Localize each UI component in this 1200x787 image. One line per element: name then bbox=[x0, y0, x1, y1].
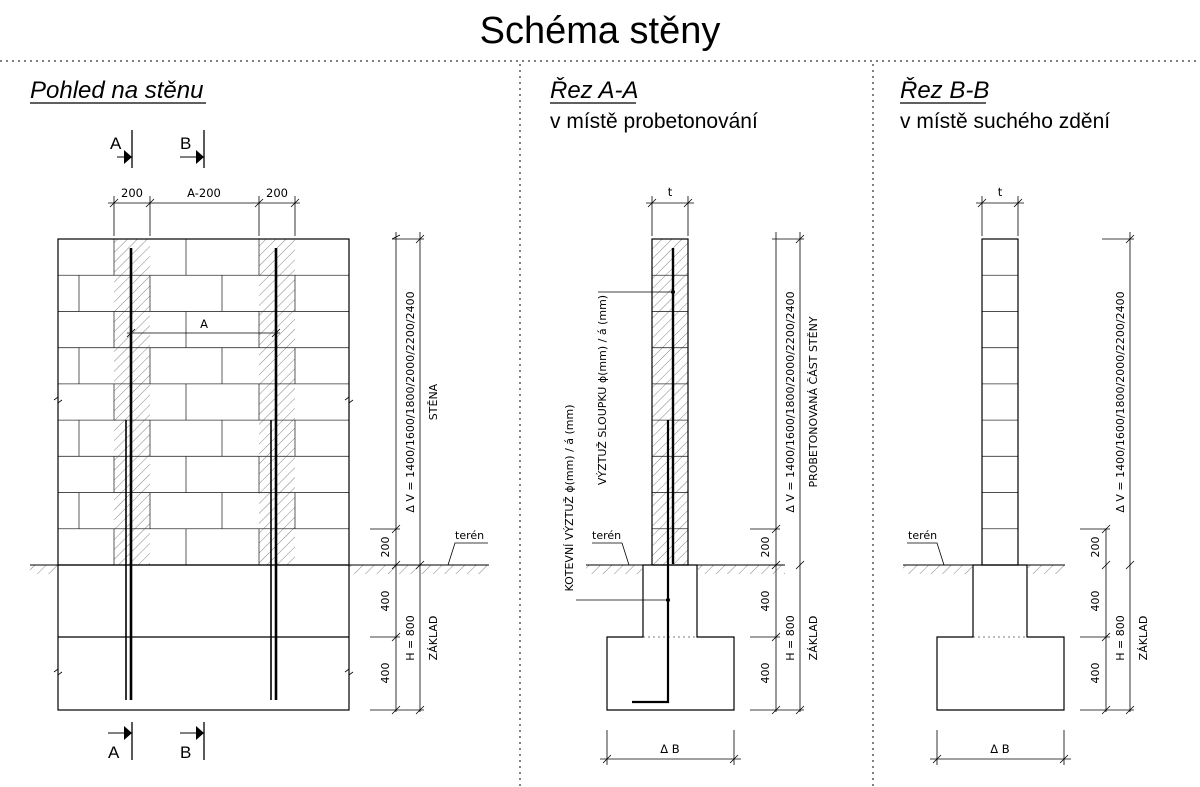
v3-dim-h: H = 800 bbox=[1114, 615, 1127, 660]
v1-dim-h: H = 800 bbox=[404, 615, 417, 660]
wall-outline bbox=[57, 238, 350, 566]
v1-dim-v: Δ V = 1400/1600/1800/2000/2200/2400 bbox=[404, 291, 417, 512]
v2-dim-h: H = 800 bbox=[784, 615, 797, 660]
label-vyztuz-sloupku: VÝZTUŽ SLOUPKU ϕ(mm) / á (mm) bbox=[596, 295, 609, 485]
v1-label-zaklad: ZÁKLAD bbox=[427, 616, 440, 661]
section-bb-foundation bbox=[936, 564, 1065, 711]
v2-label-zaklad: ZÁKLAD bbox=[807, 616, 820, 661]
brick-courses bbox=[58, 239, 349, 565]
dim-200-left: 200 bbox=[121, 186, 143, 200]
view2-heading: Řez A-A bbox=[550, 77, 638, 104]
ground-hatch-left bbox=[30, 565, 58, 574]
section-aa-courses bbox=[652, 274, 688, 530]
cut-b-label-top: B bbox=[180, 134, 191, 153]
section-aa-ground-right bbox=[697, 565, 785, 574]
cut-markers-top: A B bbox=[110, 130, 205, 168]
v2-teren-leader bbox=[592, 542, 630, 566]
inner-a-dimension bbox=[126, 328, 281, 338]
break-mark-left-bottom bbox=[53, 668, 63, 676]
v3-dim-200: 200 bbox=[1089, 537, 1102, 558]
v2-dim-400-bottom: 400 bbox=[759, 663, 772, 684]
v3-dim-400-bottom: 400 bbox=[1089, 663, 1102, 684]
v3-dim-v: Δ V = 1400/1600/1800/2000/2200/2400 bbox=[1114, 291, 1127, 512]
v3-teren-leader bbox=[907, 542, 945, 566]
break-mark-right-top bbox=[344, 396, 354, 404]
v2-dim-t: t bbox=[668, 185, 673, 199]
v1-label-stena: STĚNA bbox=[427, 383, 440, 420]
v2-label-probeton: PROBETONOVANÁ ČÁST STĚNY bbox=[807, 316, 820, 487]
top-dimension bbox=[108, 196, 300, 236]
v3-dim-b: Δ B bbox=[990, 742, 1010, 756]
section-bb-ground-left bbox=[903, 565, 973, 574]
section-bb bbox=[903, 238, 1065, 711]
section-aa-foundation bbox=[606, 564, 735, 711]
section-aa-hatch bbox=[652, 239, 688, 565]
v1-label-teren: terén bbox=[455, 529, 484, 542]
section-bb-wall bbox=[981, 238, 1019, 566]
v2-dim-b: Δ B bbox=[660, 742, 680, 756]
dim-a-inner: A bbox=[200, 317, 208, 331]
view1-heading: Pohled na stěnu bbox=[30, 77, 203, 104]
v3-vertical-dimensions bbox=[1080, 232, 1135, 715]
ground-hatch-right bbox=[349, 565, 489, 574]
v3-dim-400-top: 400 bbox=[1089, 591, 1102, 612]
label-kotevni: KOTEVNÍ VÝZTUŽ ϕ(mm) / á (mm) bbox=[563, 404, 576, 591]
cut-b-label-bottom: B bbox=[180, 743, 191, 762]
v3-label-teren: terén bbox=[908, 529, 937, 542]
cut-a-label-top: A bbox=[110, 134, 122, 153]
v3-dim-t: t bbox=[998, 185, 1003, 199]
page-title: Schéma stěny bbox=[480, 10, 721, 52]
v2-dim-200: 200 bbox=[759, 537, 772, 558]
v2-dim-v: Δ V = 1400/1600/1800/2000/2200/2400 bbox=[784, 291, 797, 512]
v2-dim-400-top: 400 bbox=[759, 591, 772, 612]
section-aa-ground-left bbox=[586, 565, 643, 574]
v1-dim-200: 200 bbox=[379, 537, 392, 558]
v2-label-teren: terén bbox=[592, 529, 621, 542]
v1-teren-leader bbox=[447, 542, 488, 566]
wall-elevation bbox=[30, 238, 489, 711]
cut-markers-bottom: A B bbox=[108, 722, 205, 762]
break-mark-right-bottom bbox=[344, 668, 354, 676]
section-bb-ground-right bbox=[1027, 565, 1065, 574]
section-bb-courses bbox=[982, 274, 1018, 530]
break-mark-left-top bbox=[53, 396, 63, 404]
v1-dim-400-bottom: 400 bbox=[379, 663, 392, 684]
v2-b-dimension bbox=[600, 730, 741, 765]
section-aa-anchor bbox=[632, 420, 670, 704]
dim-a200: A-200 bbox=[187, 186, 221, 200]
dim-200-right: 200 bbox=[266, 186, 288, 200]
cut-a-label-bottom: A bbox=[108, 743, 120, 762]
v3-t-dimension bbox=[976, 196, 1024, 236]
v2-vertical-dimensions bbox=[750, 232, 805, 715]
v3-label-zaklad: ZÁKLAD bbox=[1137, 616, 1150, 661]
v2-t-dimension bbox=[646, 196, 694, 236]
v1-vertical-dimensions bbox=[370, 232, 425, 715]
view3-subheading: v místě suchého zdění bbox=[900, 110, 1110, 133]
section-aa bbox=[576, 238, 785, 711]
view2-subheading: v místě probetonování bbox=[550, 110, 758, 133]
v3-b-dimension bbox=[930, 730, 1071, 765]
v1-dim-400-top: 400 bbox=[379, 591, 392, 612]
view3-heading: Řez B-B bbox=[900, 77, 989, 104]
